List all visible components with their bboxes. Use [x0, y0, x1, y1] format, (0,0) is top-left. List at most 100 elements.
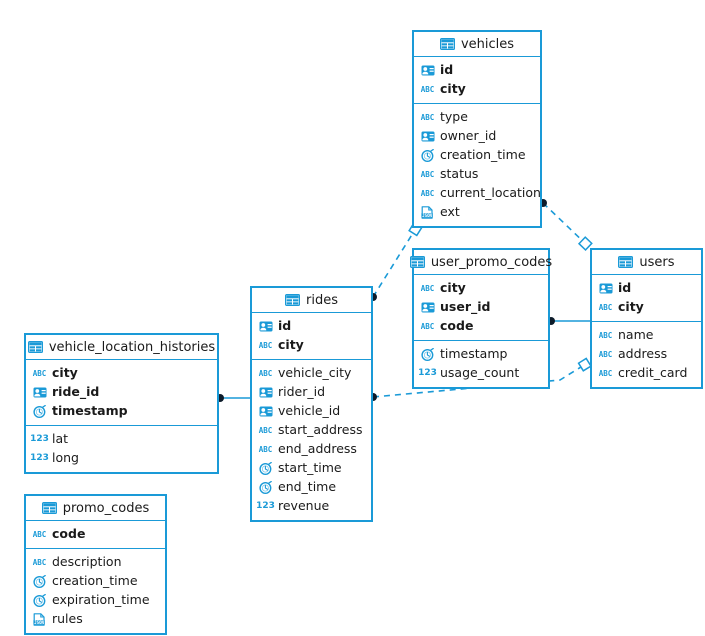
field-name: name — [618, 327, 654, 343]
column-field[interactable]: rider_id — [252, 383, 371, 402]
field-name: address — [618, 346, 668, 362]
table-title: vehicle_location_histories — [48, 339, 216, 355]
abc-icon: ABC — [258, 444, 273, 454]
table-title: users — [639, 254, 675, 270]
primary-key-field[interactable]: timestamp — [26, 402, 217, 421]
clock-icon — [420, 149, 435, 162]
primary-key-field[interactable]: id — [592, 279, 701, 298]
number-icon: 123 — [418, 368, 437, 378]
abc-icon: ABC — [420, 84, 435, 94]
json-icon: JSON — [420, 206, 435, 219]
column-field[interactable]: end_time — [252, 478, 371, 497]
field-name: description — [52, 554, 122, 570]
abc-icon: ABC — [32, 368, 47, 378]
field-name: id — [440, 62, 454, 78]
number-icon: 123 — [30, 434, 49, 444]
field-name: city — [440, 280, 466, 296]
table-title: rides — [306, 292, 338, 308]
column-field[interactable]: timestamp — [414, 345, 548, 364]
field-name: type — [440, 109, 468, 125]
svg-text:JSON: JSON — [34, 620, 44, 625]
relationship-user_promo_codes-to-users[interactable] — [547, 317, 590, 325]
table-title: user_promo_codes — [430, 254, 553, 270]
table-header-promo_codes[interactable]: promo_codes — [26, 496, 165, 521]
column-field[interactable]: owner_id — [414, 127, 540, 146]
abc-icon: ABC — [598, 368, 613, 378]
table-header-vehicle_location_histories[interactable]: vehicle_location_histories — [26, 335, 217, 360]
column-field[interactable]: ABC type — [414, 108, 540, 127]
field-name: id — [618, 280, 632, 296]
relationship-vehicle_location_histories-to-rides[interactable] — [216, 394, 250, 402]
table-header-users[interactable]: users — [592, 250, 701, 275]
field-name: timestamp — [52, 403, 128, 419]
primary-key-field[interactable]: ABC city — [252, 336, 371, 355]
relationship-vehicles-to-users[interactable] — [539, 199, 593, 251]
abc-icon: ABC — [258, 340, 273, 350]
number-icon: 123 — [30, 453, 49, 463]
field-name: owner_id — [440, 128, 497, 144]
field-name: id — [278, 318, 292, 334]
abc-icon: ABC — [420, 283, 435, 293]
column-field[interactable]: start_time — [252, 459, 371, 478]
abc-icon: ABC — [420, 112, 435, 122]
primary-key-field[interactable]: user_id — [414, 298, 548, 317]
field-name: end_time — [278, 479, 337, 495]
field-name: user_id — [440, 299, 491, 315]
primary-key-field[interactable]: ride_id — [26, 383, 217, 402]
primary-key-field[interactable]: id — [252, 317, 371, 336]
table-header-user_promo_codes[interactable]: user_promo_codes — [409, 250, 552, 275]
column-field[interactable]: creation_time — [414, 146, 540, 165]
column-field[interactable]: expiration_time — [26, 591, 165, 610]
table-header-rides[interactable]: rides — [252, 288, 371, 313]
table-icon — [618, 256, 634, 269]
primary-key-field[interactable]: ABC city — [414, 279, 548, 298]
field-name: city — [278, 337, 304, 353]
table-icon — [439, 38, 455, 51]
id-card-icon — [420, 130, 435, 143]
abc-icon: ABC — [258, 368, 273, 378]
primary-key-field[interactable]: id — [414, 61, 540, 80]
field-name: creation_time — [440, 147, 526, 163]
column-field[interactable]: creation_time — [26, 572, 165, 591]
column-field[interactable]: vehicle_id — [252, 402, 371, 421]
abc-icon: ABC — [598, 302, 613, 312]
table-header-vehicles[interactable]: vehicles — [414, 32, 540, 57]
field-name: usage_count — [440, 365, 520, 381]
id-card-icon — [258, 320, 273, 333]
field-name: code — [440, 318, 474, 334]
field-name: revenue — [278, 498, 330, 514]
